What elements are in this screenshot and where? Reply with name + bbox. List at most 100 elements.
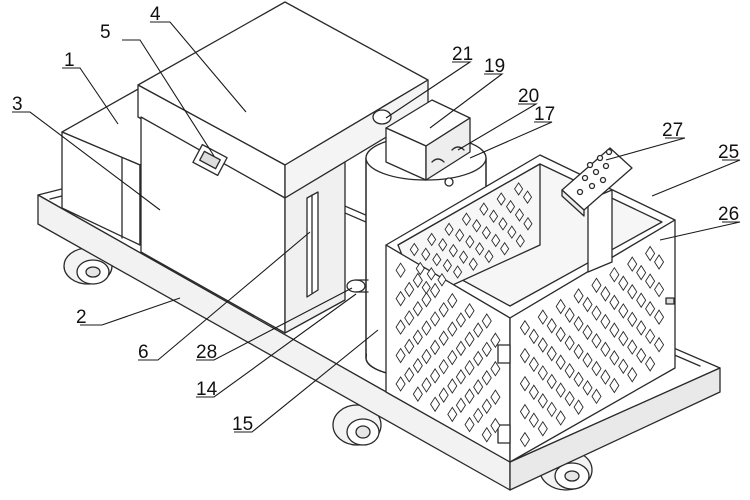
mesh-hole	[546, 345, 557, 362]
mesh-hole	[404, 281, 415, 298]
mesh-hole	[468, 257, 478, 272]
main-box	[137, 1, 429, 334]
mesh-hole	[645, 300, 656, 317]
mesh-hole	[438, 358, 449, 375]
mesh-hole	[404, 310, 415, 326]
mesh-hole	[600, 313, 611, 330]
mesh-hole	[573, 315, 584, 332]
mesh-hole	[591, 360, 602, 377]
mesh-hole	[591, 277, 602, 294]
mesh-hole	[455, 397, 466, 414]
mesh-hole	[421, 377, 432, 393]
mesh-hole	[481, 313, 492, 329]
mesh-hole	[591, 388, 602, 405]
mesh-hole	[582, 352, 593, 368]
mesh-hole	[442, 258, 452, 273]
mesh-hole	[564, 335, 575, 351]
mesh-hole	[627, 311, 638, 328]
control-panel	[561, 147, 633, 273]
mesh-hole	[491, 233, 501, 248]
mesh-hole	[404, 338, 415, 355]
mesh-hole	[412, 329, 423, 346]
mesh-hole	[447, 349, 458, 366]
mesh-hole	[437, 272, 447, 287]
callout-labels: 1 2 3 4 5 6 14 15 17 19 20 21 25 26 27 2…	[12, 4, 739, 435]
mesh-hole	[618, 358, 629, 375]
mesh-hole	[444, 222, 454, 237]
mesh-hole	[537, 365, 548, 381]
mesh-hole	[412, 386, 423, 402]
mesh-hole	[600, 341, 611, 358]
mesh-hole	[609, 322, 620, 338]
mesh-hole	[490, 332, 501, 349]
mesh-hole	[447, 292, 458, 309]
mesh-hole	[519, 347, 530, 364]
mesh-hole	[481, 225, 491, 240]
callout-19: 19	[484, 56, 505, 77]
mesh-hole	[455, 312, 466, 328]
callout-1: 1	[64, 50, 75, 71]
wheel-front-right	[539, 449, 593, 491]
mesh-hole	[448, 243, 458, 258]
mesh-hole	[473, 379, 484, 395]
mesh-hole	[427, 232, 437, 247]
mesh-hole	[636, 292, 647, 309]
mesh-hole	[627, 339, 638, 355]
mesh-hole	[564, 362, 575, 379]
mesh-hole	[627, 366, 638, 383]
mesh-hole	[430, 396, 441, 413]
mesh-hole	[412, 300, 423, 317]
mesh-hole	[421, 291, 432, 308]
mesh-hole	[645, 245, 656, 262]
mesh-hole	[453, 265, 463, 279]
callout-5: 5	[100, 22, 111, 43]
mesh-hole	[582, 380, 593, 396]
mesh-hole	[395, 290, 406, 307]
mesh-hole	[455, 369, 466, 385]
mesh-hole	[609, 266, 620, 283]
mesh-hole	[438, 387, 449, 403]
mesh-hole	[421, 348, 432, 365]
mesh-hole	[609, 377, 620, 394]
mesh-hole	[618, 275, 629, 292]
mesh-hole	[489, 209, 499, 224]
callout-2: 2	[76, 307, 87, 328]
mesh-hole	[500, 241, 510, 256]
mesh-hole	[481, 426, 492, 443]
mesh-hole	[573, 288, 584, 304]
mesh-hole	[555, 298, 566, 315]
mesh-hole	[473, 350, 484, 367]
mesh-hole	[618, 330, 629, 347]
mesh-hole	[479, 202, 489, 216]
mesh-hole	[591, 332, 602, 349]
mesh-hole	[430, 367, 441, 384]
mesh-hole	[546, 401, 557, 418]
mesh-hole	[528, 328, 539, 345]
mesh-hole	[404, 366, 415, 383]
mesh-hole	[564, 390, 575, 407]
mesh-hole	[514, 182, 524, 196]
callout-21: 21	[452, 44, 473, 65]
leader-lines	[12, 21, 741, 433]
mesh-hole	[464, 416, 475, 433]
mesh-hole	[519, 375, 530, 392]
mesh-hole	[461, 212, 471, 227]
mesh-hole	[519, 319, 530, 336]
mesh-hole	[600, 286, 611, 302]
mesh-hole	[645, 356, 656, 372]
mesh-hole	[490, 417, 501, 434]
mesh-back-panel	[409, 182, 533, 295]
mesh-hole	[473, 407, 484, 424]
mesh-hole	[522, 190, 533, 204]
mesh-hole	[430, 282, 441, 299]
mesh-hole	[528, 384, 539, 401]
mesh-hole	[546, 317, 557, 334]
mesh-hole	[514, 208, 525, 222]
mesh-hole	[447, 321, 458, 337]
mesh-hole	[438, 237, 448, 252]
mesh-hole	[409, 242, 419, 257]
callout-4: 4	[150, 4, 161, 25]
mesh-hole	[464, 388, 475, 404]
